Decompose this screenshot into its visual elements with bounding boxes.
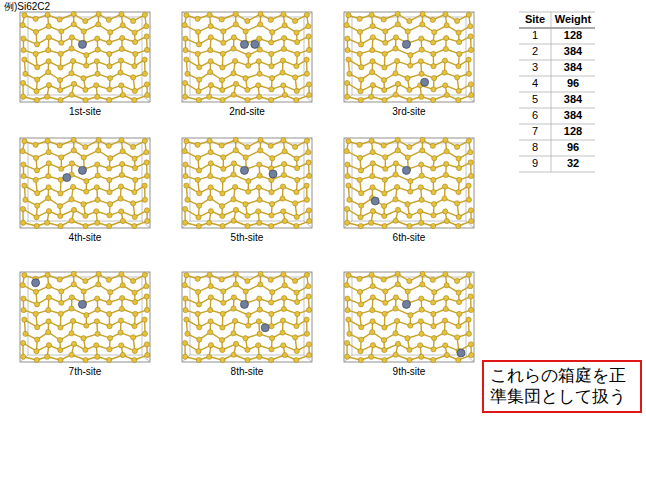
dopant-atom [32, 279, 40, 287]
dopant-atom [402, 166, 410, 174]
table-cell: 128 [551, 124, 595, 140]
table-cell: 32 [551, 156, 595, 172]
dopant-atom [240, 40, 248, 48]
table-cell: 384 [551, 92, 595, 108]
crystal-cell [182, 11, 312, 102]
table-cell: 96 [551, 76, 595, 92]
table-cell: 384 [551, 60, 595, 76]
table-header: Weight [551, 12, 595, 28]
table-cell: 8 [519, 140, 551, 156]
table-cell: 128 [551, 28, 595, 44]
weight-table-grid [519, 12, 595, 172]
dopant-atom [371, 197, 379, 205]
crystal-cell [20, 137, 150, 228]
table-cell: 1 [519, 28, 551, 44]
crystal-cell [20, 11, 150, 102]
crystal-cell [182, 271, 312, 362]
example-label: 例)Si62C2 [4, 0, 50, 14]
site-label: 1st-site [69, 106, 101, 117]
site-label: 6th-site [393, 232, 426, 243]
crystal-cell [344, 137, 474, 228]
note-text: これらの箱庭を正準集団として扱う [490, 365, 634, 408]
table-cell: 384 [551, 108, 595, 124]
dopant-atom [240, 166, 248, 174]
note-box: これらの箱庭を正準集団として扱う [482, 360, 642, 413]
dopant-atom [269, 170, 277, 178]
site-label: 5th-site [231, 232, 264, 243]
crystal-cell [344, 271, 474, 362]
dopant-atom [457, 349, 465, 357]
site-label: 9th-site [393, 366, 426, 377]
crystal-cell [182, 137, 312, 228]
table-cell: 9 [519, 156, 551, 172]
table-cell: 7 [519, 124, 551, 140]
table-cell: 5 [519, 92, 551, 108]
site-label: 4th-site [69, 232, 102, 243]
table-cell: 3 [519, 60, 551, 76]
table-cell: 2 [519, 44, 551, 60]
dopant-atom [261, 324, 269, 332]
dopant-atom [421, 78, 429, 86]
table-header: Site [519, 12, 551, 28]
crystal-cell [344, 11, 474, 102]
dopant-atom [251, 40, 259, 48]
dopant-atom [402, 40, 410, 48]
table-cell: 384 [551, 44, 595, 60]
table-cell: 6 [519, 108, 551, 124]
dopant-atom [63, 174, 71, 182]
site-label: 3rd-site [392, 106, 425, 117]
crystal-cell [20, 271, 150, 362]
dopant-atom [240, 300, 248, 308]
site-label: 2nd-site [229, 106, 265, 117]
dopant-atom [78, 40, 86, 48]
dopant-atom [402, 300, 410, 308]
dopant-atom [78, 300, 86, 308]
dopant-atom [78, 166, 86, 174]
site-label: 7th-site [69, 366, 102, 377]
site-label: 8th-site [231, 366, 264, 377]
table-cell: 96 [551, 140, 595, 156]
table-cell: 4 [519, 76, 551, 92]
